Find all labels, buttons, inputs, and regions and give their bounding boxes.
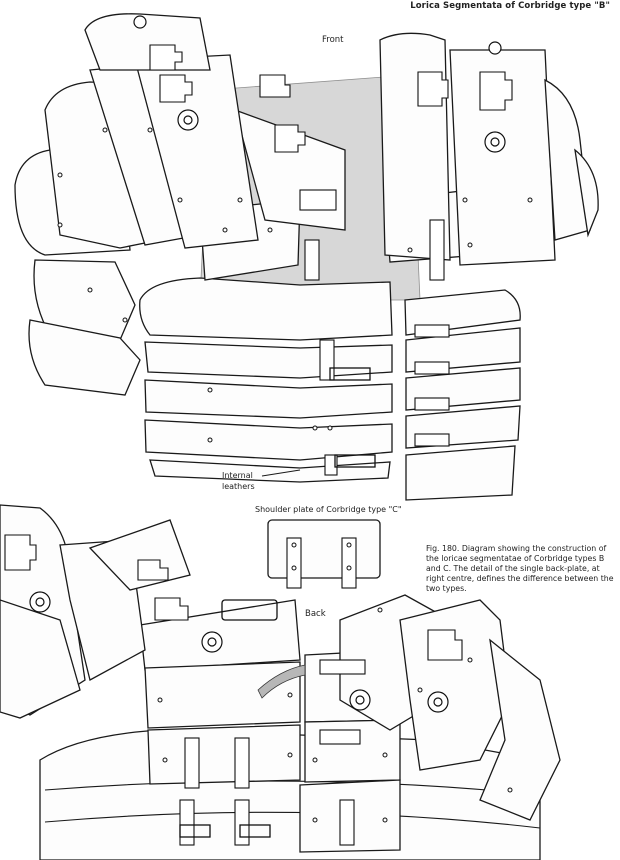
back-strap-7 [339, 799, 355, 846]
front-girth-hoop-3 [144, 379, 393, 419]
front-buckle-1 [329, 367, 371, 381]
front-right-hoop-5 [405, 445, 516, 501]
type-c-strap-right [341, 537, 357, 589]
figure-caption: Fig. 180. Diagram showing the constructi… [426, 544, 614, 593]
back-label: Back [305, 609, 326, 619]
front-rosette-3 [133, 15, 147, 29]
type-c-strap-left [286, 537, 302, 589]
front-right-shoulder-lame-1 [449, 49, 556, 266]
front-view [14, 13, 599, 501]
front-hinge-3 [274, 124, 306, 153]
internal-leathers-label: Internal leathers [222, 471, 255, 491]
front-hinge-1 [149, 44, 183, 71]
front-strap-9 [429, 219, 445, 281]
type-c-plate [267, 519, 381, 579]
back-strap-3 [179, 799, 195, 846]
front-buckle-2 [334, 454, 376, 468]
back-upper-plate-left [139, 599, 301, 671]
shoulder-plate-label: Shoulder plate of Corbridge type "C" [255, 505, 402, 514]
front-hinge-6 [259, 74, 291, 98]
back-hinge-3 [154, 597, 189, 621]
front-girth-hoop-5 [149, 459, 391, 483]
front-label: Front [322, 35, 344, 45]
front-girth-hoop-4 [144, 419, 393, 461]
back-strap-5 [319, 659, 366, 675]
front-rosette-4 [488, 41, 502, 55]
back-rivets [157, 607, 513, 823]
front-girth-hoop-2 [144, 341, 393, 379]
back-view [0, 504, 561, 860]
back-buckle-1 [221, 599, 278, 621]
front-strap-1 [319, 339, 335, 381]
front-right-hoop-1 [404, 289, 521, 336]
front-right-shoulder-lame-3 [574, 148, 599, 238]
back-strap-6 [319, 729, 361, 745]
front-rosette-2-inner [490, 137, 500, 147]
front-girth-hoop-1 [139, 277, 393, 341]
back-plate-right-2 [304, 719, 401, 783]
back-mid-plate-left [144, 661, 301, 729]
front-strap-7 [299, 189, 337, 211]
back-strap-4 [234, 799, 250, 846]
back-rosette-2-inner [207, 637, 217, 647]
back-strap-1 [184, 737, 200, 789]
front-hinge-4 [417, 71, 449, 107]
back-hinge-1 [4, 534, 37, 571]
back-buckle-2 [239, 824, 271, 838]
front-strap-8 [304, 239, 320, 281]
back-strap-2 [234, 737, 250, 789]
back-leather-strip [257, 664, 306, 699]
front-hinge-5 [479, 71, 513, 111]
front-strap-3 [414, 324, 450, 338]
back-shoulder-lame-3 [0, 599, 81, 719]
back-right-shoulder-lame-3 [479, 638, 561, 821]
back-rosette-1-inner [35, 597, 45, 607]
front-lower-arm-lame-1 [33, 259, 136, 341]
front-rosette-1-inner [183, 115, 193, 125]
back-rosette-4-inner [433, 697, 443, 707]
internal-leathers-leader [261, 469, 301, 477]
figure-title: Lorica Segmentata of Corbridge type "B" [410, 1, 610, 11]
front-strap-4 [414, 361, 450, 375]
back-girth-hoop-line-1 [44, 780, 541, 796]
back-buckle-3 [179, 824, 211, 838]
back-hinge-4 [427, 629, 463, 661]
back-right-shoulder-lame-2 [399, 599, 511, 771]
back-hinge-2 [137, 559, 169, 581]
front-hinge-2 [159, 74, 193, 103]
back-girth-hoop-line-2 [44, 811, 541, 829]
front-shoulder-top-plate [84, 13, 211, 71]
front-right-hoop-2 [405, 327, 521, 373]
back-rosette-3-inner [355, 695, 365, 705]
front-rivets [57, 127, 533, 443]
front-strap-2 [324, 454, 338, 476]
front-lower-arm-lame-2 [28, 319, 141, 396]
back-low-plate-left [147, 724, 301, 785]
shoulder-plate-type-c [267, 519, 381, 589]
front-strap-6 [414, 433, 450, 447]
front-strap-5 [414, 397, 450, 411]
